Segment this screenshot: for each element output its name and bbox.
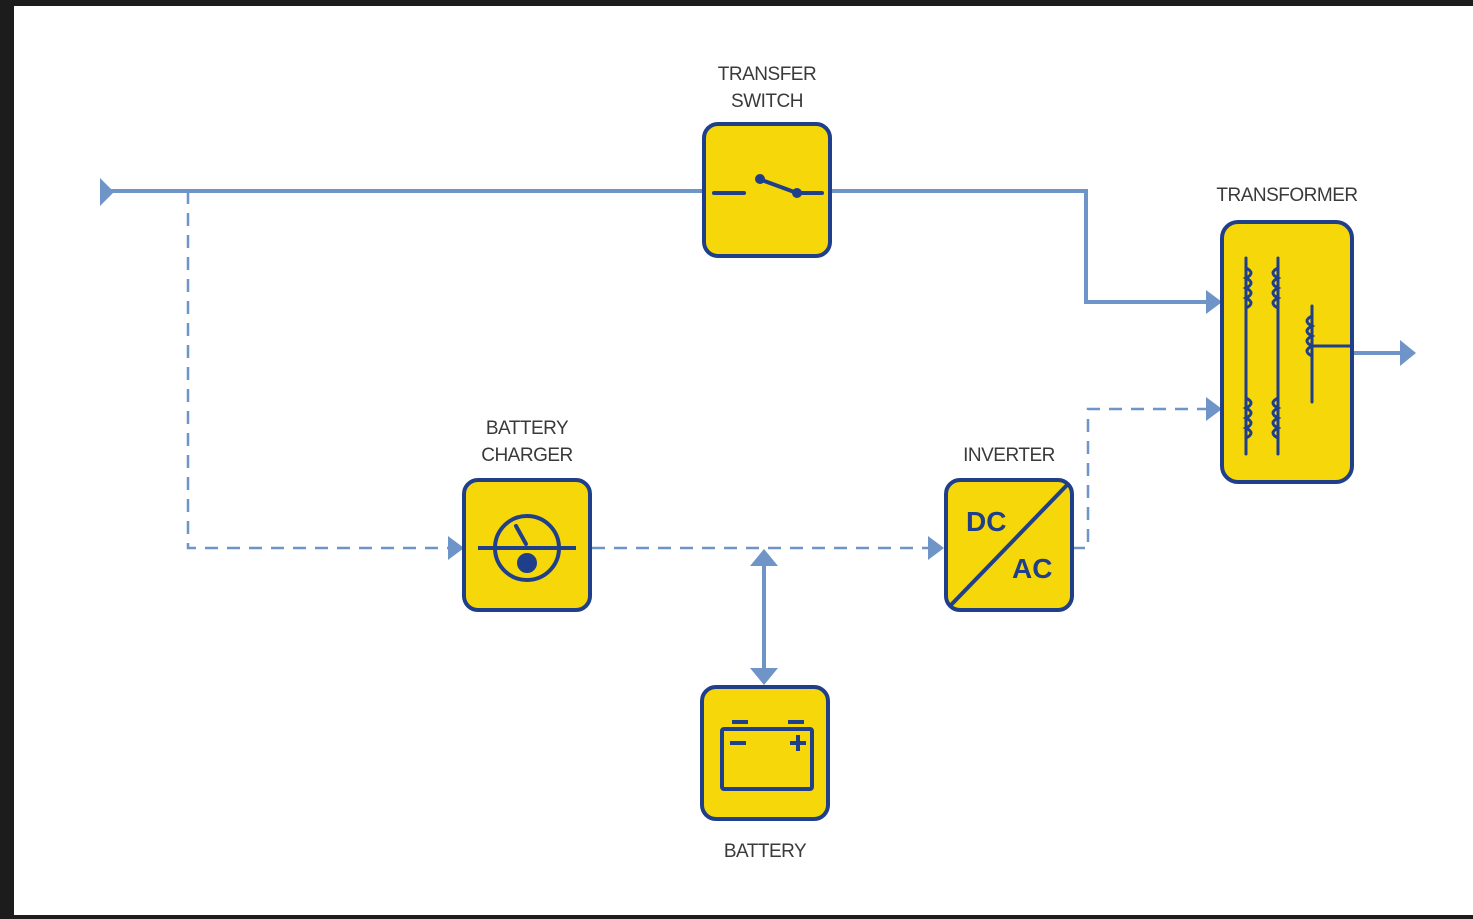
inverter-label: INVERTER: [934, 442, 1084, 469]
switch-icon: [712, 174, 824, 198]
battery-icon: [720, 720, 814, 791]
battery-up-arrowhead: [750, 549, 778, 566]
input-arrowhead: [100, 178, 114, 206]
diagram-canvas: DC AC: [100, 122, 1416, 821]
battery-charger-label: BATTERY CHARGER: [452, 415, 602, 469]
bypass-line: [830, 189, 1206, 304]
inverter-label-text: INVERTER: [963, 445, 1055, 466]
transformer-coils-icon: [1242, 256, 1354, 456]
bypass-arrowhead: [1206, 290, 1222, 314]
battery-label: BATTERY: [690, 838, 840, 865]
charger-arrowhead: [448, 536, 464, 560]
inverter-dc-text: DC: [966, 506, 1006, 537]
transformer-label: TRANSFORMER: [1194, 182, 1380, 209]
transfer-switch-label-line-1: TRANSFER: [717, 64, 817, 85]
transfer-switch-block: [702, 122, 832, 258]
transformer-input-arrowhead: [1206, 397, 1222, 421]
dc-ac-icon: [948, 482, 1070, 608]
battery-down-arrowhead: [750, 668, 778, 685]
battery-charger-label-line-2: CHARGER: [481, 445, 573, 466]
arrowheads: [100, 178, 1416, 685]
transformer-label-text: TRANSFORMER: [1216, 185, 1358, 206]
transfer-switch-label-line-2: SWITCH: [731, 91, 803, 112]
transformer-block: [1220, 220, 1354, 484]
inverter-arrowhead: [928, 536, 944, 560]
connections: [100, 189, 1402, 670]
battery-charger-label-line-1: BATTERY: [485, 418, 569, 439]
charger-feed-line: [186, 191, 452, 550]
transfer-switch-label: TRANSFER SWITCH: [692, 61, 842, 115]
gauge-icon: [478, 514, 576, 582]
inverter-ac-text: AC: [1012, 553, 1052, 584]
battery-label-text: BATTERY: [723, 841, 807, 862]
inverter-block: DC AC: [944, 478, 1074, 612]
output-arrowhead: [1400, 340, 1416, 366]
inverter-output-line: [1072, 407, 1206, 550]
battery-block: [700, 685, 830, 821]
battery-charger-block: [462, 478, 592, 612]
